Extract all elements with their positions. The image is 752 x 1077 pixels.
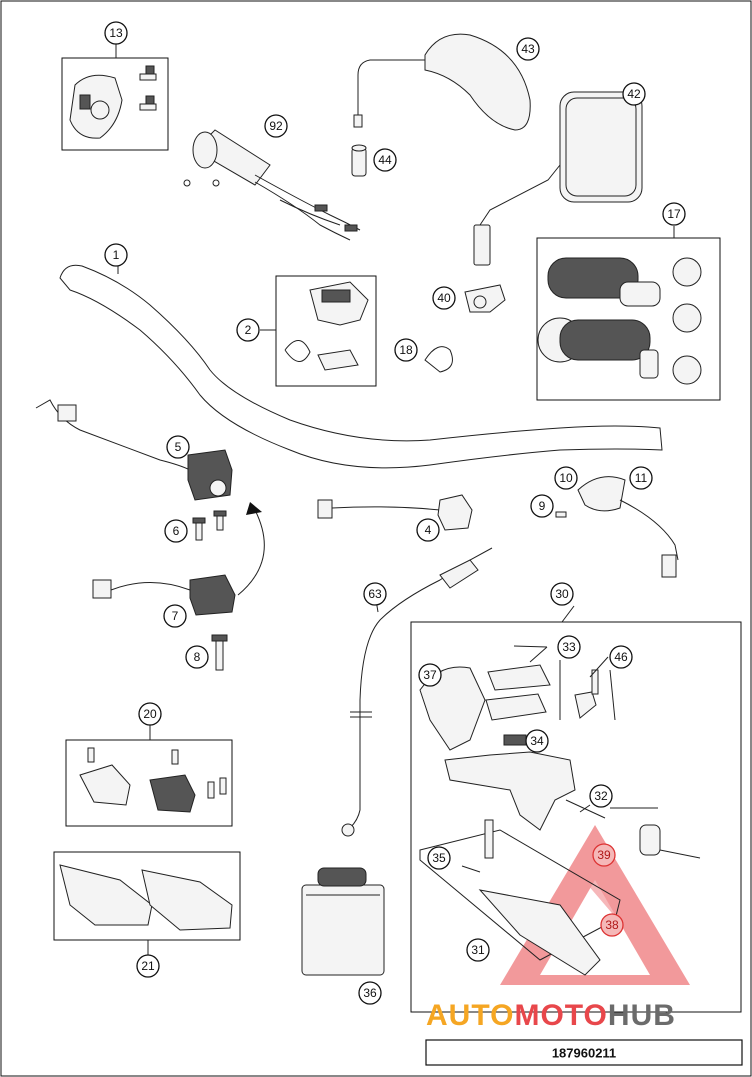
screws-6: [192, 510, 227, 541]
svg-text:11: 11: [635, 471, 648, 485]
arrow: [237, 502, 265, 596]
callout-17: 17: [662, 202, 686, 226]
switch-7: [92, 574, 236, 616]
box-part-20: [65, 739, 233, 827]
callout-33: 33: [557, 635, 581, 659]
callout-31: 31: [466, 938, 490, 962]
brake-fluid-36: [301, 867, 385, 976]
callout-40: 40: [432, 286, 456, 310]
callout-6: 6: [164, 519, 188, 543]
callout-42: 42: [622, 82, 646, 106]
callout-2: 2: [236, 318, 260, 342]
callout-10: 10: [554, 466, 578, 490]
callout-36: 36: [358, 981, 382, 1005]
callout-4: 4: [416, 518, 440, 542]
callout-13: 13: [104, 21, 128, 45]
svg-text:4: 4: [425, 523, 432, 537]
svg-text:39: 39: [597, 848, 611, 862]
watermark-text: AUTOMOTOHUB: [426, 999, 676, 1032]
svg-text:5: 5: [175, 440, 182, 454]
callout-21: 21: [136, 954, 160, 978]
svg-text:1: 1: [113, 248, 120, 262]
svg-text:92: 92: [269, 119, 283, 133]
screw-8: [211, 634, 228, 671]
svg-text:18: 18: [399, 343, 413, 357]
switch-10-11: [555, 476, 679, 578]
svg-text:21: 21: [141, 959, 155, 973]
svg-text:35: 35: [432, 851, 446, 865]
box-part-13: [61, 57, 169, 151]
callout-92: 92: [264, 114, 288, 138]
svg-text:42: 42: [627, 87, 641, 101]
callout-37: 37: [418, 663, 442, 687]
svg-text:17: 17: [667, 207, 681, 221]
svg-text:10: 10: [559, 471, 573, 485]
svg-text:32: 32: [594, 789, 608, 803]
handguard-mount-20: [79, 747, 227, 813]
callout-1: 1: [104, 243, 128, 267]
clamp-40: [464, 284, 506, 313]
switch-5: [35, 399, 233, 501]
mirror-42: [473, 91, 643, 266]
svg-text:34: 34: [530, 734, 544, 748]
handguards-21: [59, 864, 233, 931]
callout-18: 18: [394, 338, 418, 362]
box-part-21: [53, 851, 241, 941]
grips-17: [537, 257, 702, 385]
svg-text:13: 13: [109, 26, 123, 40]
drawing-number: 187960211: [552, 1046, 616, 1061]
throttle-assembly-92: [183, 129, 361, 241]
callout-5: 5: [166, 435, 190, 459]
callout-9: 9: [530, 494, 554, 518]
svg-text:30: 30: [555, 587, 569, 601]
svg-text:43: 43: [521, 42, 535, 56]
callout-34: 34: [525, 729, 549, 753]
svg-text:8: 8: [194, 650, 201, 664]
callout-30: 30: [550, 582, 574, 606]
svg-text:20: 20: [143, 707, 157, 721]
svg-text:37: 37: [423, 668, 437, 682]
callout-11: 11: [629, 466, 653, 490]
drawing-number-box: [425, 1039, 743, 1066]
callout-38: 38: [600, 913, 624, 937]
callout-46: 46: [609, 645, 633, 669]
svg-text:44: 44: [378, 153, 392, 167]
svg-text:2: 2: [245, 323, 252, 337]
callout-8: 8: [185, 645, 209, 669]
switch-housing-13: [69, 65, 157, 139]
svg-text:31: 31: [471, 943, 485, 957]
svg-text:9: 9: [539, 499, 546, 513]
callout-63: 63: [363, 582, 387, 606]
callout-32: 32: [589, 784, 613, 808]
mirror-43: [353, 33, 531, 131]
cable-tie-18: [424, 346, 453, 373]
callout-20: 20: [138, 702, 162, 726]
callout-7: 7: [163, 604, 187, 628]
box-part-17: [536, 237, 721, 401]
svg-text:36: 36: [363, 986, 377, 1000]
callout-44: 44: [373, 148, 397, 172]
svg-text:33: 33: [562, 640, 576, 654]
switch-4: [317, 494, 473, 531]
callout-43: 43: [516, 37, 540, 61]
svg-text:46: 46: [614, 650, 628, 664]
switch-2: [284, 281, 369, 371]
brake-line-63: [341, 547, 493, 837]
svg-text:40: 40: [437, 291, 451, 305]
callout-35: 35: [427, 846, 451, 870]
box-part-2: [275, 275, 377, 387]
box-part-30: [410, 621, 742, 1013]
svg-text:38: 38: [605, 918, 619, 932]
leader-lines: [115, 44, 675, 955]
mirror-adapter-44: [351, 144, 367, 177]
handlebar-1: [59, 264, 663, 469]
svg-text:63: 63: [368, 587, 382, 601]
svg-text:6: 6: [173, 524, 180, 538]
callout-39: 39: [592, 843, 616, 867]
svg-text:7: 7: [172, 609, 179, 623]
